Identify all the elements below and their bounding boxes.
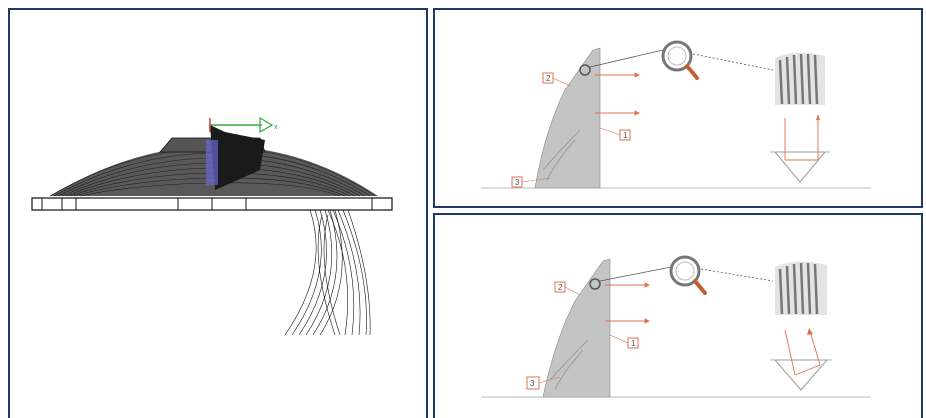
blue-highlight-strip — [206, 140, 218, 185]
light-rays — [595, 72, 641, 116]
wireframe-hanging-strands — [284, 209, 371, 336]
svg-text:2: 2 — [546, 74, 551, 83]
wireframe-central-fin — [210, 125, 265, 190]
label-2: 2 — [542, 72, 571, 87]
facet-detail-thumbnail — [775, 52, 825, 105]
light-rays — [605, 282, 651, 324]
svg-text:2: 2 — [558, 283, 563, 292]
svg-text:3: 3 — [530, 379, 535, 388]
svg-text:1: 1 — [623, 131, 628, 140]
prism-ray-diagram — [770, 114, 830, 183]
label-1: 1 — [599, 127, 631, 141]
svg-text:1: 1 — [631, 339, 636, 348]
magnifier-icon — [661, 40, 699, 80]
prism-ray-diagram — [770, 328, 832, 391]
label-3: 3 — [526, 376, 561, 390]
detail-marker-circle — [589, 278, 601, 290]
label-3: 3 — [511, 176, 551, 188]
reflector-diagram-top: 2 1 3 — [481, 40, 871, 189]
facet-detail-thumbnail — [775, 261, 827, 315]
detail-marker-circle — [579, 64, 591, 76]
label-2: 2 — [554, 281, 581, 296]
left-panel-wireframe: x — [8, 8, 428, 418]
svg-text:3: 3 — [515, 178, 520, 187]
top-right-panel-diagram: 2 1 3 — [433, 8, 923, 208]
reflector-body — [542, 258, 611, 398]
base-bar-ticks — [41, 198, 373, 210]
axis-x-label: x — [274, 124, 278, 131]
wireframe-mesh-view: x — [31, 116, 393, 336]
magnifier-icon — [669, 255, 707, 295]
axis-gizmo: x — [209, 116, 278, 134]
reflector-diagram-bottom: 2 1 3 — [481, 255, 871, 398]
bottom-right-panel-diagram: 2 1 3 — [433, 213, 923, 418]
label-1: 1 — [609, 334, 639, 349]
reflector-body — [534, 47, 601, 189]
